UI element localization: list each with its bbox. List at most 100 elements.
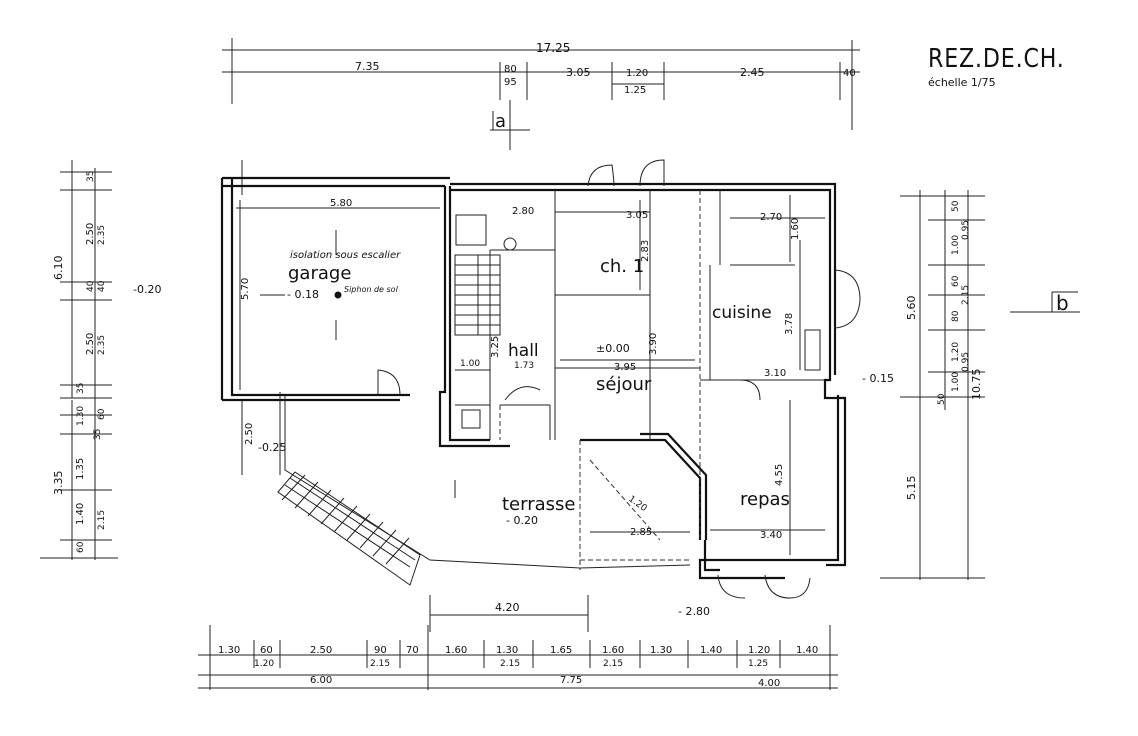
dim-left-7: 35 bbox=[93, 429, 103, 440]
dim-right-sub-3: 0.95 bbox=[961, 352, 971, 372]
room-garage: garage bbox=[288, 263, 351, 284]
annotations: isolation sous escalier Siphon de sol - … bbox=[133, 250, 894, 618]
left-dimensions: 6.10 3.35 35 2.50 40 2.50 35 1.30 35 1.3… bbox=[40, 160, 255, 560]
plan-title: REZ.DE.CH. bbox=[928, 44, 1065, 74]
dim-top-5: 2.45 bbox=[740, 66, 765, 79]
idim-ch1-w2: 3.05 bbox=[626, 210, 648, 221]
level-terrasse: - 0.20 bbox=[506, 514, 538, 527]
idim-ch1-h: 2.83 bbox=[640, 240, 651, 262]
dim-bottom-sub-1: 1.20 bbox=[254, 659, 274, 669]
dim-left-sub-5: 2.15 bbox=[97, 510, 107, 530]
dim-left-3: 40 bbox=[86, 280, 96, 292]
room-terrasse: terrasse bbox=[502, 494, 575, 515]
dim-bottom-5: 70 bbox=[406, 645, 419, 656]
dim-left-9: 1.40 bbox=[75, 503, 86, 525]
dim-bottom-top: 4.20 bbox=[495, 601, 520, 614]
top-dimensions: 17.25 7.35 80 3.05 1.20 2.45 40 95 1.25 … bbox=[222, 38, 860, 150]
idim-hall-w: 1.73 bbox=[514, 361, 534, 371]
walls bbox=[220, 159, 861, 599]
dim-right-7: 50 bbox=[937, 393, 947, 405]
idim-cuisine-w: 2.70 bbox=[760, 212, 782, 223]
dim-bottom-12: 1.20 bbox=[748, 645, 770, 656]
level-garage: - 0.18 bbox=[287, 288, 319, 301]
dim-right-total-1: 5.60 bbox=[905, 296, 918, 321]
dim-left-6: 1.30 bbox=[76, 406, 86, 426]
idim-garage-w: 5.80 bbox=[330, 198, 352, 209]
dim-left-2: 2.50 bbox=[85, 223, 96, 245]
dim-bottom-sub-5: 1.25 bbox=[748, 659, 768, 669]
dim-right-total-3: 10.75 bbox=[970, 369, 983, 401]
idim-wc-w: 1.00 bbox=[460, 359, 480, 369]
level-lower: -0.25 bbox=[258, 441, 286, 454]
dim-right-sub-2: 2.15 bbox=[961, 285, 971, 305]
dim-left-sub-3: 40 bbox=[97, 280, 107, 292]
idim-sejour-h: 3.90 bbox=[648, 333, 659, 355]
dim-bottom-2: 60 bbox=[260, 645, 273, 656]
idim-ch1-w: 2.80 bbox=[512, 206, 534, 217]
dim-left-5: 35 bbox=[76, 383, 86, 394]
dim-right-sub-1: 0.95 bbox=[961, 220, 971, 240]
dim-right-1: 50 bbox=[951, 200, 961, 212]
idim-terr-w: 2.85 bbox=[630, 527, 652, 538]
dim-right-total-2: 5.15 bbox=[905, 476, 918, 501]
dim-right-4: 80 bbox=[951, 310, 961, 322]
bottom-dimensions: 4.20 1.30 60 2.50 90 70 1.60 1.30 1.65 1… bbox=[198, 595, 838, 690]
note-siphon: Siphon de sol bbox=[344, 285, 399, 294]
dim-bottom-8: 1.65 bbox=[550, 645, 572, 656]
idim-hall-h: 3.25 bbox=[490, 336, 501, 358]
dim-right-6: 1.00 bbox=[951, 372, 961, 392]
dim-bottom-total-2: 7.75 bbox=[560, 675, 582, 686]
dim-left-total-2: 3.35 bbox=[52, 471, 65, 496]
dim-bottom-6: 1.60 bbox=[445, 645, 467, 656]
dim-top-total: 17.25 bbox=[536, 41, 570, 55]
dim-top-sub-2: 1.25 bbox=[624, 85, 646, 96]
dim-bottom-sub-2: 2.15 bbox=[370, 659, 390, 669]
dim-right-3: 60 bbox=[951, 275, 961, 287]
level-bottom: - 2.80 bbox=[678, 605, 710, 618]
room-hall: hall bbox=[508, 341, 539, 361]
dim-left-total-1: 6.10 bbox=[52, 256, 65, 281]
level-left: -0.20 bbox=[133, 283, 161, 296]
dim-left-sub-2: 2.35 bbox=[97, 335, 107, 355]
dim-bottom-3: 2.50 bbox=[310, 645, 332, 656]
idim-repas-w: 3.10 bbox=[764, 368, 786, 379]
dim-top-2: 80 bbox=[504, 64, 517, 75]
idim-stair-w: 1.20 bbox=[626, 494, 648, 514]
dim-left-sub-4: 60 bbox=[97, 408, 107, 420]
dim-bottom-13: 1.40 bbox=[796, 645, 818, 656]
level-right: - 0.15 bbox=[862, 372, 894, 385]
dim-left-1: 35 bbox=[86, 171, 96, 182]
room-cuisine: cuisine bbox=[712, 303, 772, 323]
dim-garage-front: 2.50 bbox=[244, 423, 255, 445]
idim-cuisine-h2: 3.78 bbox=[784, 313, 795, 335]
idim-garage-h: 5.70 bbox=[240, 278, 251, 300]
section-mark-b: b bbox=[1056, 291, 1069, 315]
room-sejour: séjour bbox=[596, 374, 652, 395]
dim-bottom-total-3: 4.00 bbox=[758, 678, 780, 689]
right-dimensions: 5.60 5.15 10.75 50 1.00 60 80 1.20 1.00 … bbox=[880, 190, 1080, 580]
dim-bottom-9: 1.60 bbox=[602, 645, 624, 656]
dim-top-6: 40 bbox=[843, 68, 856, 79]
dim-bottom-7: 1.30 bbox=[496, 645, 518, 656]
room-repas: repas bbox=[740, 489, 790, 510]
dim-bottom-1: 1.30 bbox=[218, 645, 240, 656]
dim-bottom-11: 1.40 bbox=[700, 645, 722, 656]
dim-top-4: 1.20 bbox=[626, 68, 648, 79]
dim-right-2: 1.00 bbox=[951, 235, 961, 255]
dim-right-5: 1.20 bbox=[951, 342, 961, 362]
dim-bottom-4: 90 bbox=[374, 645, 387, 656]
dim-left-10: 60 bbox=[76, 541, 86, 553]
idim-cuisine-h: 1.60 bbox=[790, 218, 801, 240]
dim-bottom-total-1: 6.00 bbox=[310, 675, 332, 686]
dim-bottom-10: 1.30 bbox=[650, 645, 672, 656]
dim-left-4: 2.50 bbox=[85, 333, 96, 355]
idim-repas-h: 4.55 bbox=[774, 464, 785, 486]
dim-top-sub-1: 95 bbox=[504, 77, 517, 88]
dim-left-sub-1: 2.35 bbox=[97, 225, 107, 245]
dim-left-8: 1.35 bbox=[75, 458, 86, 480]
dim-top-1: 7.35 bbox=[355, 60, 380, 73]
idim-sejour-w: 3.95 bbox=[614, 362, 636, 373]
siphon-dot bbox=[334, 291, 342, 299]
section-mark-a: a bbox=[495, 111, 506, 132]
